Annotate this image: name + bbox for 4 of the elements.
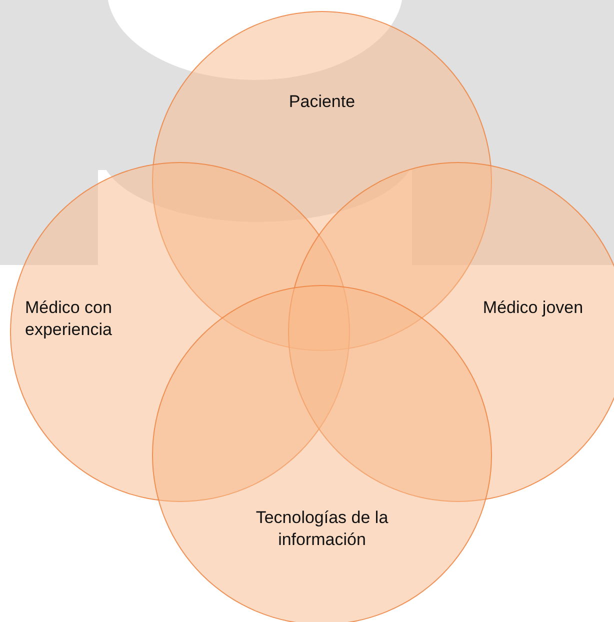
circle-label: Paciente xyxy=(288,91,356,113)
circle-label: Médico con experiencia xyxy=(25,297,113,341)
circle-label: Tecnologías de la información xyxy=(254,507,390,551)
circle-label: Médico joven xyxy=(482,297,584,319)
